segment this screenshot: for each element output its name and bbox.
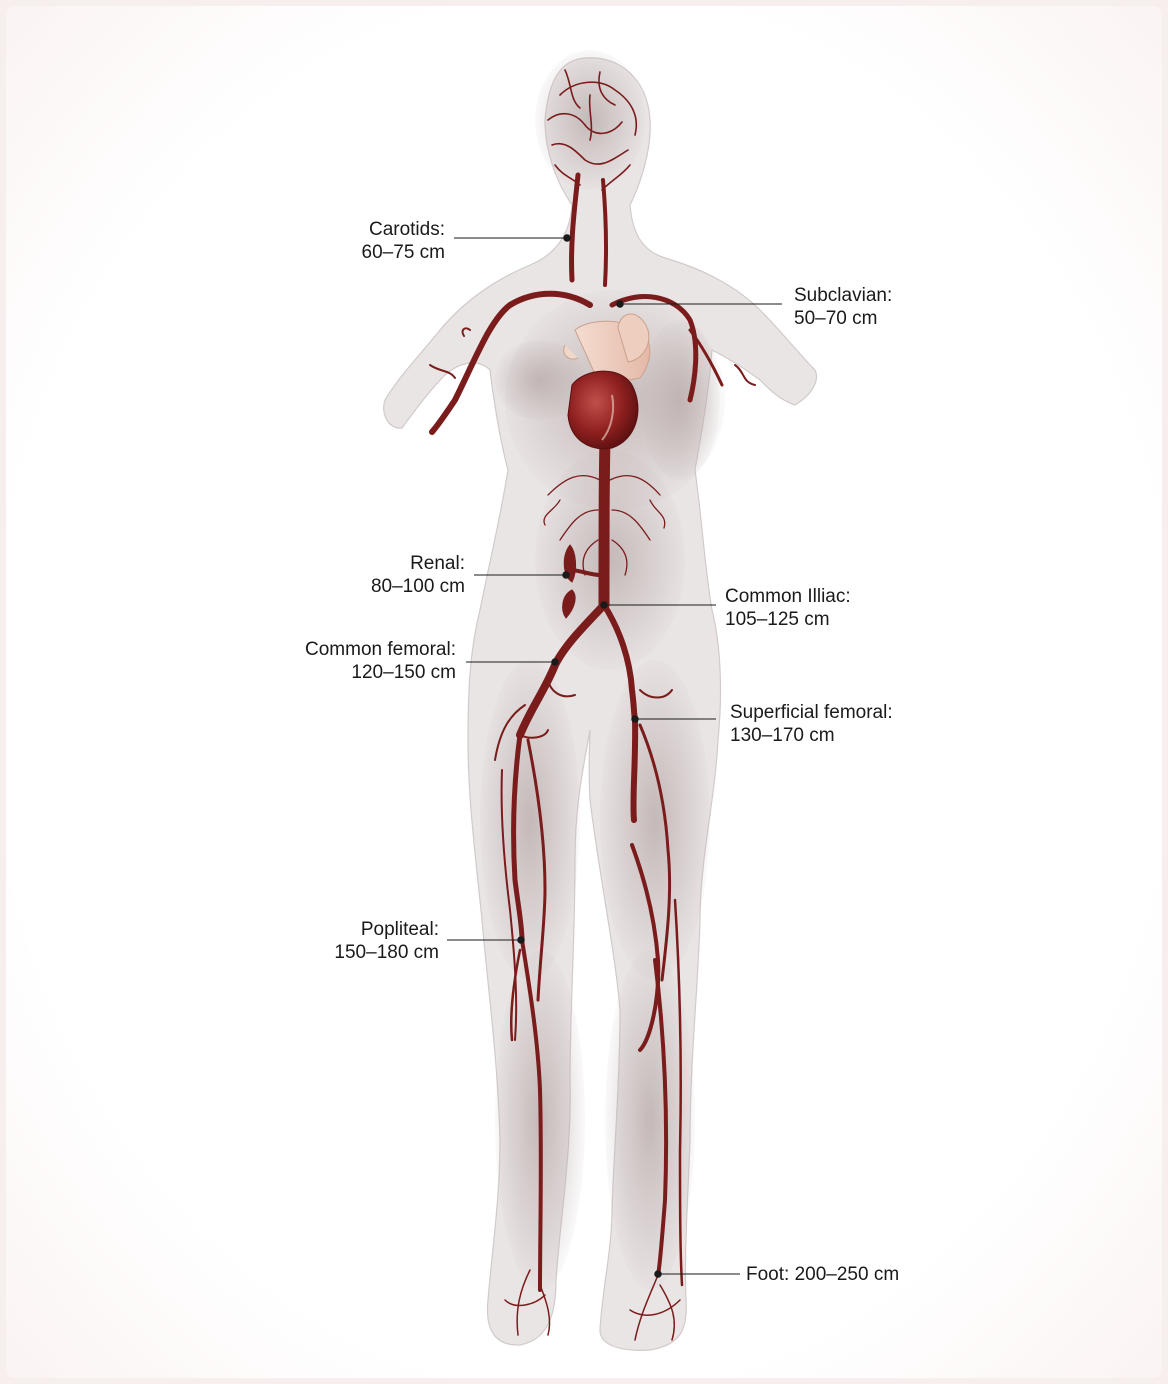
label-common-femoral-name: Common femoral:: [305, 638, 456, 661]
dot-subclavian: [617, 301, 623, 307]
dot-common-femoral: [552, 659, 558, 665]
label-superficial-femoral: Superficial femoral: 130–170 cm: [730, 701, 893, 747]
label-subclavian-name: Subclavian:: [794, 284, 892, 307]
label-foot: Foot: 200–250 cm: [746, 1263, 899, 1286]
label-popliteal-value: 150–180 cm: [334, 941, 439, 964]
label-renal-value: 80–100 cm: [371, 575, 465, 598]
label-popliteal-name: Popliteal:: [334, 918, 439, 941]
label-carotids-value: 60–75 cm: [362, 241, 445, 264]
label-foot-text: Foot: 200–250 cm: [746, 1263, 899, 1286]
dot-foot: [655, 1271, 661, 1277]
label-renal: Renal: 80–100 cm: [371, 552, 465, 598]
label-superficial-femoral-value: 130–170 cm: [730, 724, 893, 747]
label-carotids: Carotids: 60–75 cm: [362, 218, 445, 264]
label-renal-name: Renal:: [371, 552, 465, 575]
dot-popliteal: [518, 937, 524, 943]
left-superficial-femoral: [633, 720, 635, 820]
label-common-femoral: Common femoral: 120–150 cm: [305, 638, 456, 684]
label-subclavian: Subclavian: 50–70 cm: [794, 284, 892, 330]
label-common-illiac: Common Illiac: 105–125 cm: [725, 585, 851, 631]
dot-carotids: [564, 235, 570, 241]
label-common-illiac-name: Common Illiac:: [725, 585, 851, 608]
label-common-illiac-value: 105–125 cm: [725, 608, 851, 631]
dot-superficial-femoral: [632, 716, 638, 722]
label-common-femoral-value: 120–150 cm: [305, 661, 456, 684]
dot-renal: [563, 572, 569, 578]
label-superficial-femoral-name: Superficial femoral:: [730, 701, 893, 724]
label-popliteal: Popliteal: 150–180 cm: [334, 918, 439, 964]
label-carotids-name: Carotids:: [362, 218, 445, 241]
dot-common-illiac: [601, 602, 607, 608]
label-subclavian-value: 50–70 cm: [794, 307, 892, 330]
